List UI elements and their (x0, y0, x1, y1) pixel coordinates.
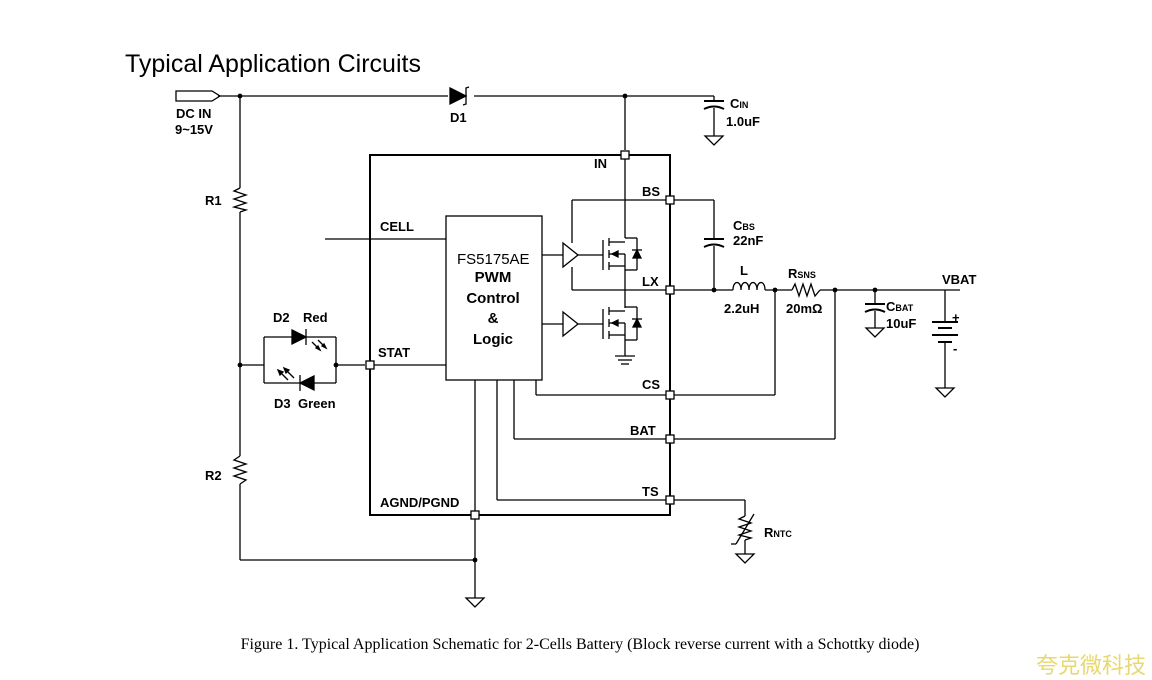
page-title: Typical Application Circuits (125, 50, 421, 78)
main-ground (464, 597, 486, 608)
cbat-ground (864, 327, 886, 338)
cin-ground (703, 135, 725, 146)
d1-label: D1 (450, 110, 467, 125)
vbat-label: VBAT (942, 272, 976, 287)
chip-function-line-4: Logic (473, 331, 513, 348)
cin-capacitor (703, 100, 725, 110)
cin-value: 1.0uF (726, 114, 760, 129)
high-side-driver (562, 241, 580, 269)
battery-ground (934, 387, 956, 398)
r2-label: R2 (205, 468, 222, 483)
pin-cs: CS (642, 377, 660, 392)
rntc-ground (734, 553, 756, 564)
dc-in-label: DC IN (176, 106, 211, 121)
rntc-label: RNTC (764, 525, 792, 540)
cbs-capacitor (703, 238, 725, 248)
control-block (445, 215, 543, 381)
cbat-value: 10uF (886, 316, 916, 331)
junction-dots (237, 93, 878, 563)
d2-led (291, 328, 328, 352)
r1-resistor (231, 187, 249, 213)
rntc-thermistor (731, 513, 755, 545)
pin-cell: CELL (380, 219, 414, 234)
d2-label: D2 (273, 310, 290, 325)
pin-gnd: AGND/PGND (380, 495, 459, 510)
dc-in-range: 9~15V (175, 122, 213, 137)
r2-resistor (231, 455, 249, 485)
ic-outline (369, 154, 671, 516)
rsns-label: RSNS (788, 266, 816, 281)
chip-function-line-2: Control (466, 290, 519, 307)
chip-part-number: FS5175AE (457, 251, 530, 268)
battery-minus: - (953, 341, 957, 356)
dc-in-connector (175, 90, 222, 102)
pin-ts: TS (642, 484, 659, 499)
cbs-value: 22nF (733, 233, 763, 248)
watermark-text: 夸克微科技 (1035, 654, 1146, 679)
pin-bs: BS (642, 184, 660, 199)
low-side-mosfet (602, 306, 643, 341)
inductor-value: 2.2uH (724, 301, 759, 316)
d2-color: Red (303, 310, 328, 325)
d1-diode (449, 86, 470, 106)
pin-stat: STAT (378, 345, 410, 360)
inductor-label: L (740, 263, 748, 278)
pin-bat: BAT (630, 423, 656, 438)
d3-color: Green (298, 396, 336, 411)
low-side-ground (615, 355, 635, 365)
pin-in: IN (594, 156, 607, 171)
rsns-resistor (791, 281, 821, 299)
battery (932, 321, 958, 343)
wires (218, 95, 960, 598)
labels: DC IN 9~15V D1 CIN 1.0uF R1 R2 D2 Red D3… (175, 96, 976, 540)
high-side-mosfet (602, 237, 643, 271)
low-side-driver (562, 310, 580, 338)
chip-function-line-1: PWM (475, 269, 512, 286)
cbs-label: CBS (733, 218, 755, 233)
d3-label: D3 (274, 396, 291, 411)
cbat-capacitor (864, 303, 886, 313)
d3-led (276, 366, 315, 392)
pin-markers (365, 150, 675, 520)
pin-lx: LX (642, 274, 659, 289)
cbat-label: CBAT (886, 299, 914, 314)
r1-label: R1 (205, 193, 222, 208)
cin-label: CIN (730, 96, 748, 111)
figure-caption: Figure 1. Typical Application Schematic … (240, 636, 920, 653)
rsns-value: 20mΩ (786, 301, 822, 316)
inductor (732, 281, 766, 291)
battery-plus: + (952, 310, 960, 325)
chip-function-line-3: & (488, 310, 499, 327)
